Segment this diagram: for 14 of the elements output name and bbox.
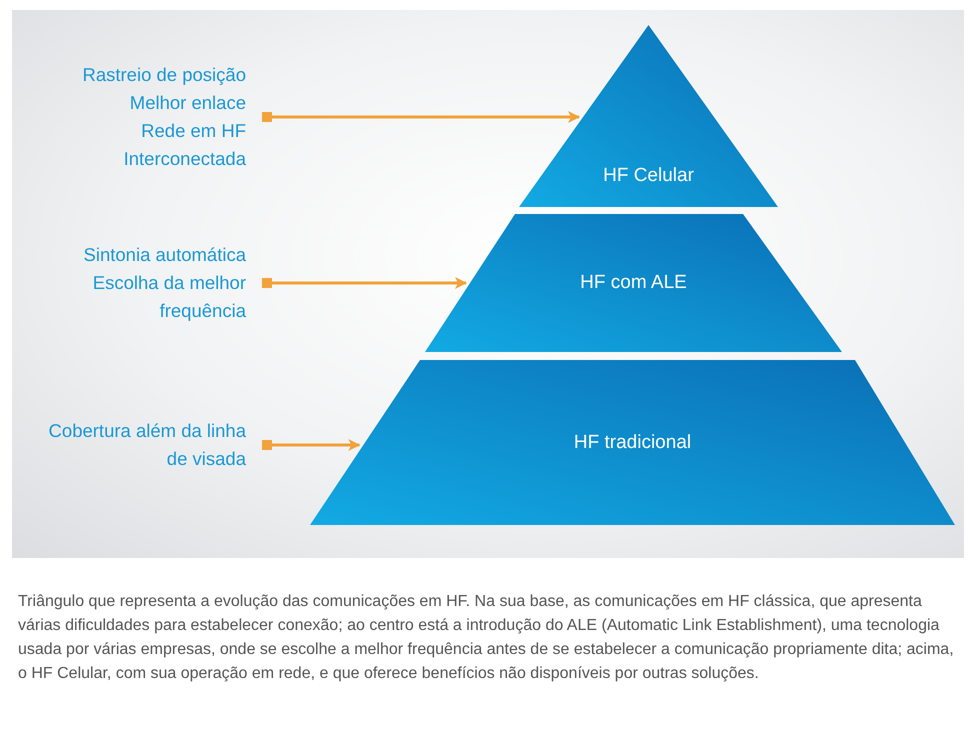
caption: Triângulo que representa a evolução das comunicações em HF. Na sua base, as comunicações em HF clássica, que apresenta várias dificuldades para estabelecer conexão; ao centro está a introdução do ALE (Automatic Link Establishment), uma tecnologia usada por várias empresas, onde se escolhe a melhor frequência antes de se estabelecer a comunicação propriamente dita; acima, o HF Celular, com sua operação em rede, e que oferece benefícios não disponíveis por outras soluções. <box>18 592 955 684</box>
level-label: HF com ALE <box>580 272 687 294</box>
level-label: HF Celular <box>603 165 694 187</box>
feature-text: Interconectada <box>124 147 246 171</box>
level-label: HF tradicional <box>574 432 692 454</box>
arrow <box>262 277 467 289</box>
arrow <box>262 111 580 123</box>
arrow <box>262 439 360 451</box>
feature-text: Cobertura além da linha de visada <box>48 419 246 471</box>
feature-text: Melhor enlace <box>130 91 246 115</box>
feature-text: Escolha da melhor frequência <box>92 271 246 323</box>
feature-text: Sintonia automática <box>84 243 246 267</box>
feature-text: Rastreio de posição <box>82 63 246 87</box>
feature-text: Rede em HF <box>141 119 246 143</box>
